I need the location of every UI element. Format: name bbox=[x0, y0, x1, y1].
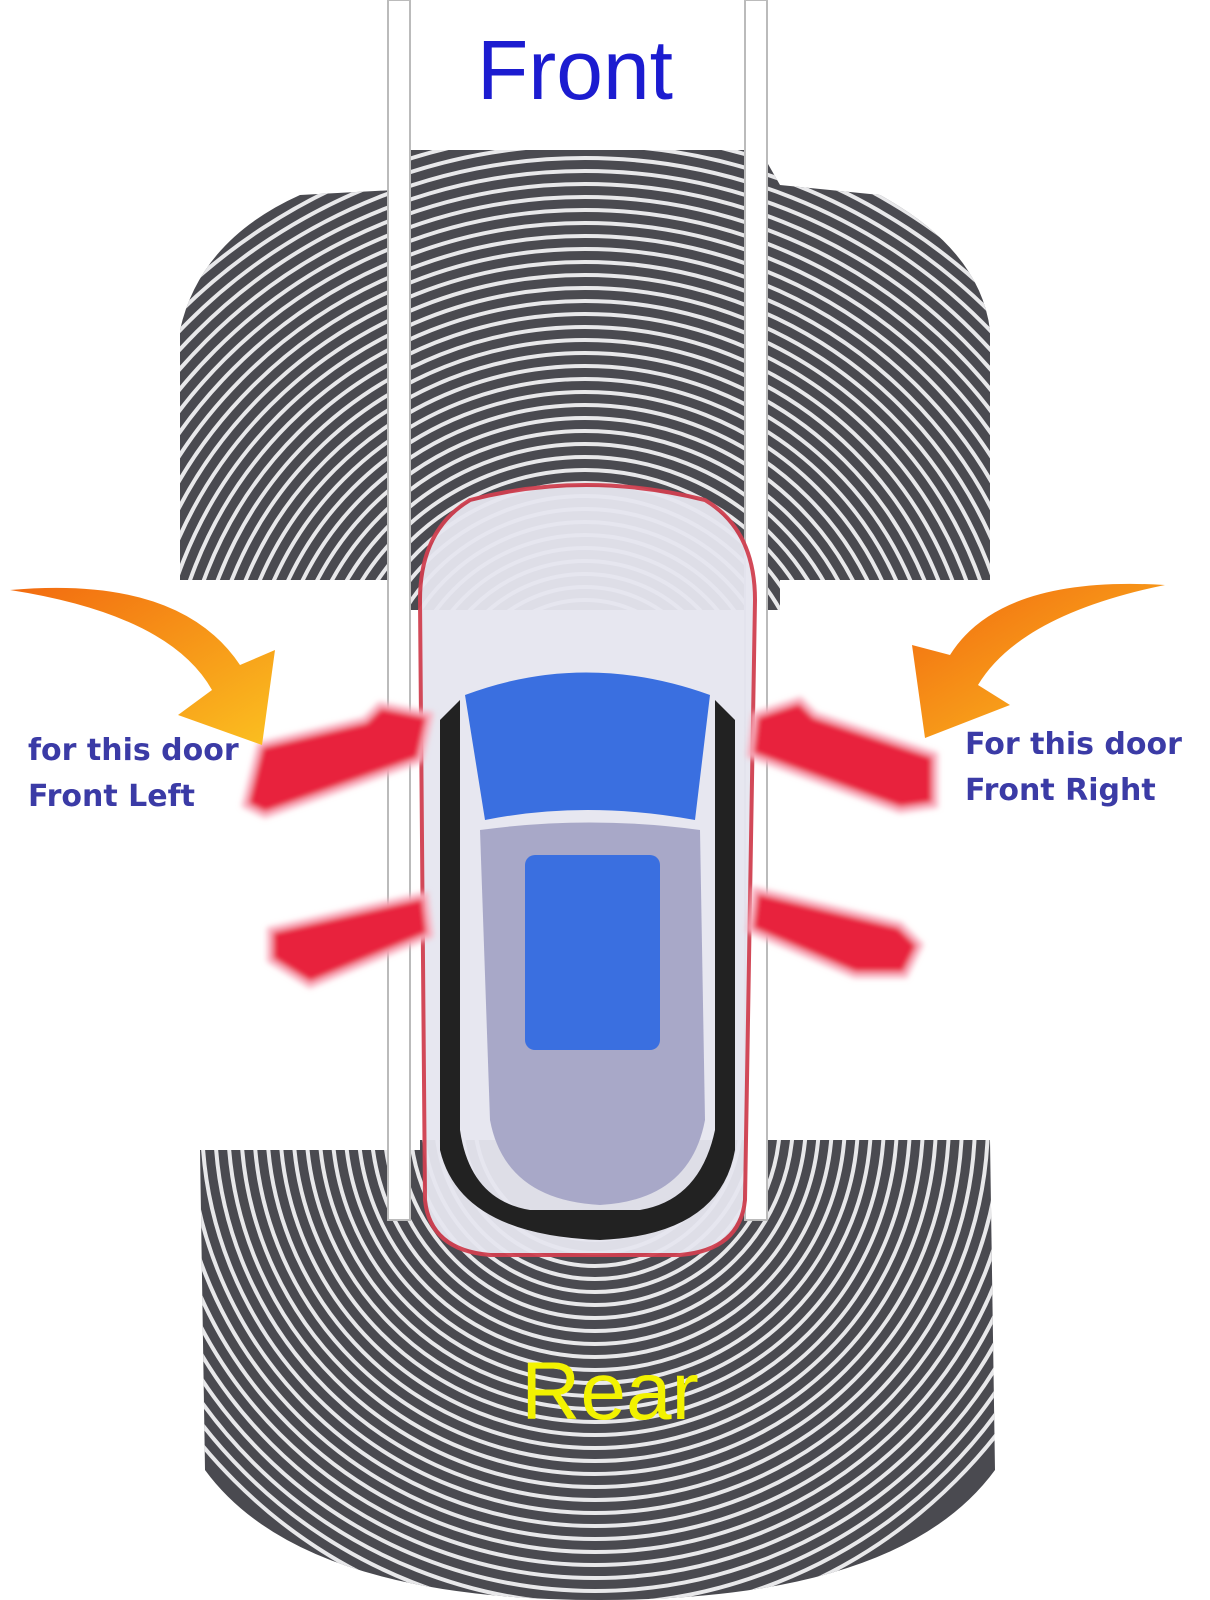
sensor-ring bbox=[242, 377, 928, 610]
sensor-ring bbox=[180, 182, 990, 610]
sensor-ring bbox=[200, 1140, 995, 1554]
sensor-ring bbox=[317, 1140, 873, 1398]
sensor-ring bbox=[213, 1140, 977, 1502]
right-pointer-arrow bbox=[912, 583, 1165, 738]
sensor-ring bbox=[294, 429, 876, 610]
sensor-ring bbox=[216, 351, 954, 610]
rear-sensor-zone bbox=[200, 1140, 995, 1600]
sensor-ring bbox=[304, 1140, 886, 1411]
sensor-ring bbox=[278, 1140, 912, 1437]
sensor-ring bbox=[395, 1140, 795, 1320]
sensor-ring bbox=[239, 1140, 951, 1476]
sensor-ring bbox=[203, 338, 967, 610]
sensor-ring bbox=[307, 442, 863, 610]
sensor-ring bbox=[226, 1140, 964, 1489]
sensor-ring bbox=[333, 468, 837, 610]
front-right-caption: For this door Front Right bbox=[965, 722, 1182, 814]
front-right-caption-line2: Front Right bbox=[965, 773, 1156, 808]
sensor-ring bbox=[200, 1140, 995, 1593]
sensor-ring bbox=[291, 1140, 899, 1424]
sensor-ring bbox=[180, 247, 990, 610]
sensor-ring bbox=[180, 195, 990, 610]
sensor-ring bbox=[180, 299, 990, 610]
sensor-ring bbox=[200, 1140, 995, 1541]
door-highlights bbox=[241, 696, 938, 989]
sensor-ring bbox=[200, 1140, 995, 1528]
front-left-caption-line2: Front Left bbox=[28, 779, 195, 814]
sensor-ring bbox=[180, 221, 990, 610]
sensor-ring bbox=[180, 234, 990, 610]
sensor-ring bbox=[346, 481, 824, 610]
sensor-ring bbox=[180, 312, 990, 610]
sensor-ring bbox=[200, 1140, 990, 1515]
sensor-ring bbox=[356, 1140, 834, 1359]
sensor-ring bbox=[408, 1140, 782, 1307]
sensor-ring bbox=[180, 260, 990, 610]
sensor-ring bbox=[265, 1140, 925, 1450]
car bbox=[417, 483, 758, 1257]
sensor-ring bbox=[229, 364, 941, 610]
front-left-caption-line1: for this door bbox=[28, 733, 239, 768]
sensor-ring bbox=[180, 208, 990, 610]
front-right-door bbox=[746, 696, 938, 814]
sensor-ring bbox=[434, 1140, 756, 1281]
sensor-ring bbox=[200, 1140, 995, 1580]
sensor-ring bbox=[180, 286, 990, 610]
rear-label: Rear bbox=[521, 1346, 699, 1437]
windshield bbox=[465, 672, 710, 820]
sensor-ring bbox=[343, 1140, 847, 1372]
left-pointer-arrow bbox=[10, 587, 275, 745]
front-left-door bbox=[241, 701, 434, 819]
sensor-ring bbox=[447, 1140, 743, 1268]
front-right-caption-line1: For this door bbox=[965, 727, 1182, 762]
sensor-ring bbox=[382, 1140, 808, 1333]
sensor-ring bbox=[330, 1140, 860, 1385]
sensor-ring bbox=[180, 169, 990, 610]
sensor-ring bbox=[255, 390, 915, 610]
front-label: Front bbox=[476, 23, 674, 117]
sensor-ring bbox=[320, 455, 850, 610]
sensor-ring bbox=[421, 1140, 769, 1294]
sensor-ring bbox=[268, 403, 902, 610]
rear-left-door bbox=[267, 891, 434, 989]
sensor-ring bbox=[180, 273, 990, 610]
sensor-ring bbox=[180, 156, 990, 610]
rear-right-door bbox=[746, 886, 924, 978]
sensor-ring bbox=[281, 416, 889, 610]
sensor-ring bbox=[252, 1140, 938, 1463]
arrows bbox=[10, 583, 1165, 745]
rear-window bbox=[525, 855, 660, 1050]
sensor-ring bbox=[369, 1140, 821, 1346]
sensor-ring bbox=[200, 1140, 995, 1567]
front-left-caption: for this door Front Left bbox=[28, 728, 239, 820]
sensor-ring bbox=[190, 325, 980, 610]
